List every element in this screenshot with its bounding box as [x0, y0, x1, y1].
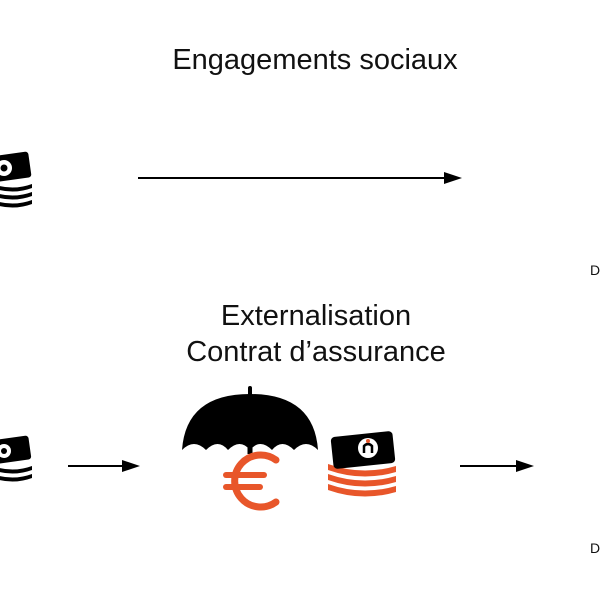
edge-label-bottom: D: [590, 540, 600, 556]
banknote-stack-icon: [0, 435, 32, 482]
banknote-stack-orange-icon: [328, 431, 396, 497]
arrow-bottom-left: [68, 460, 140, 472]
banknote-stack-icon: [0, 151, 32, 208]
umbrella-icon: [182, 386, 318, 454]
title-engagements-sociaux: Engagements sociaux: [172, 44, 458, 76]
arrow-top: [138, 172, 462, 184]
contrat-assurance-label: Contrat d’assurance: [186, 336, 446, 368]
externalisation-label: Externalisation: [220, 300, 412, 332]
arrow-bottom-right: [460, 460, 534, 472]
euro-icon: [223, 451, 280, 511]
edge-label-top: D: [590, 262, 600, 278]
